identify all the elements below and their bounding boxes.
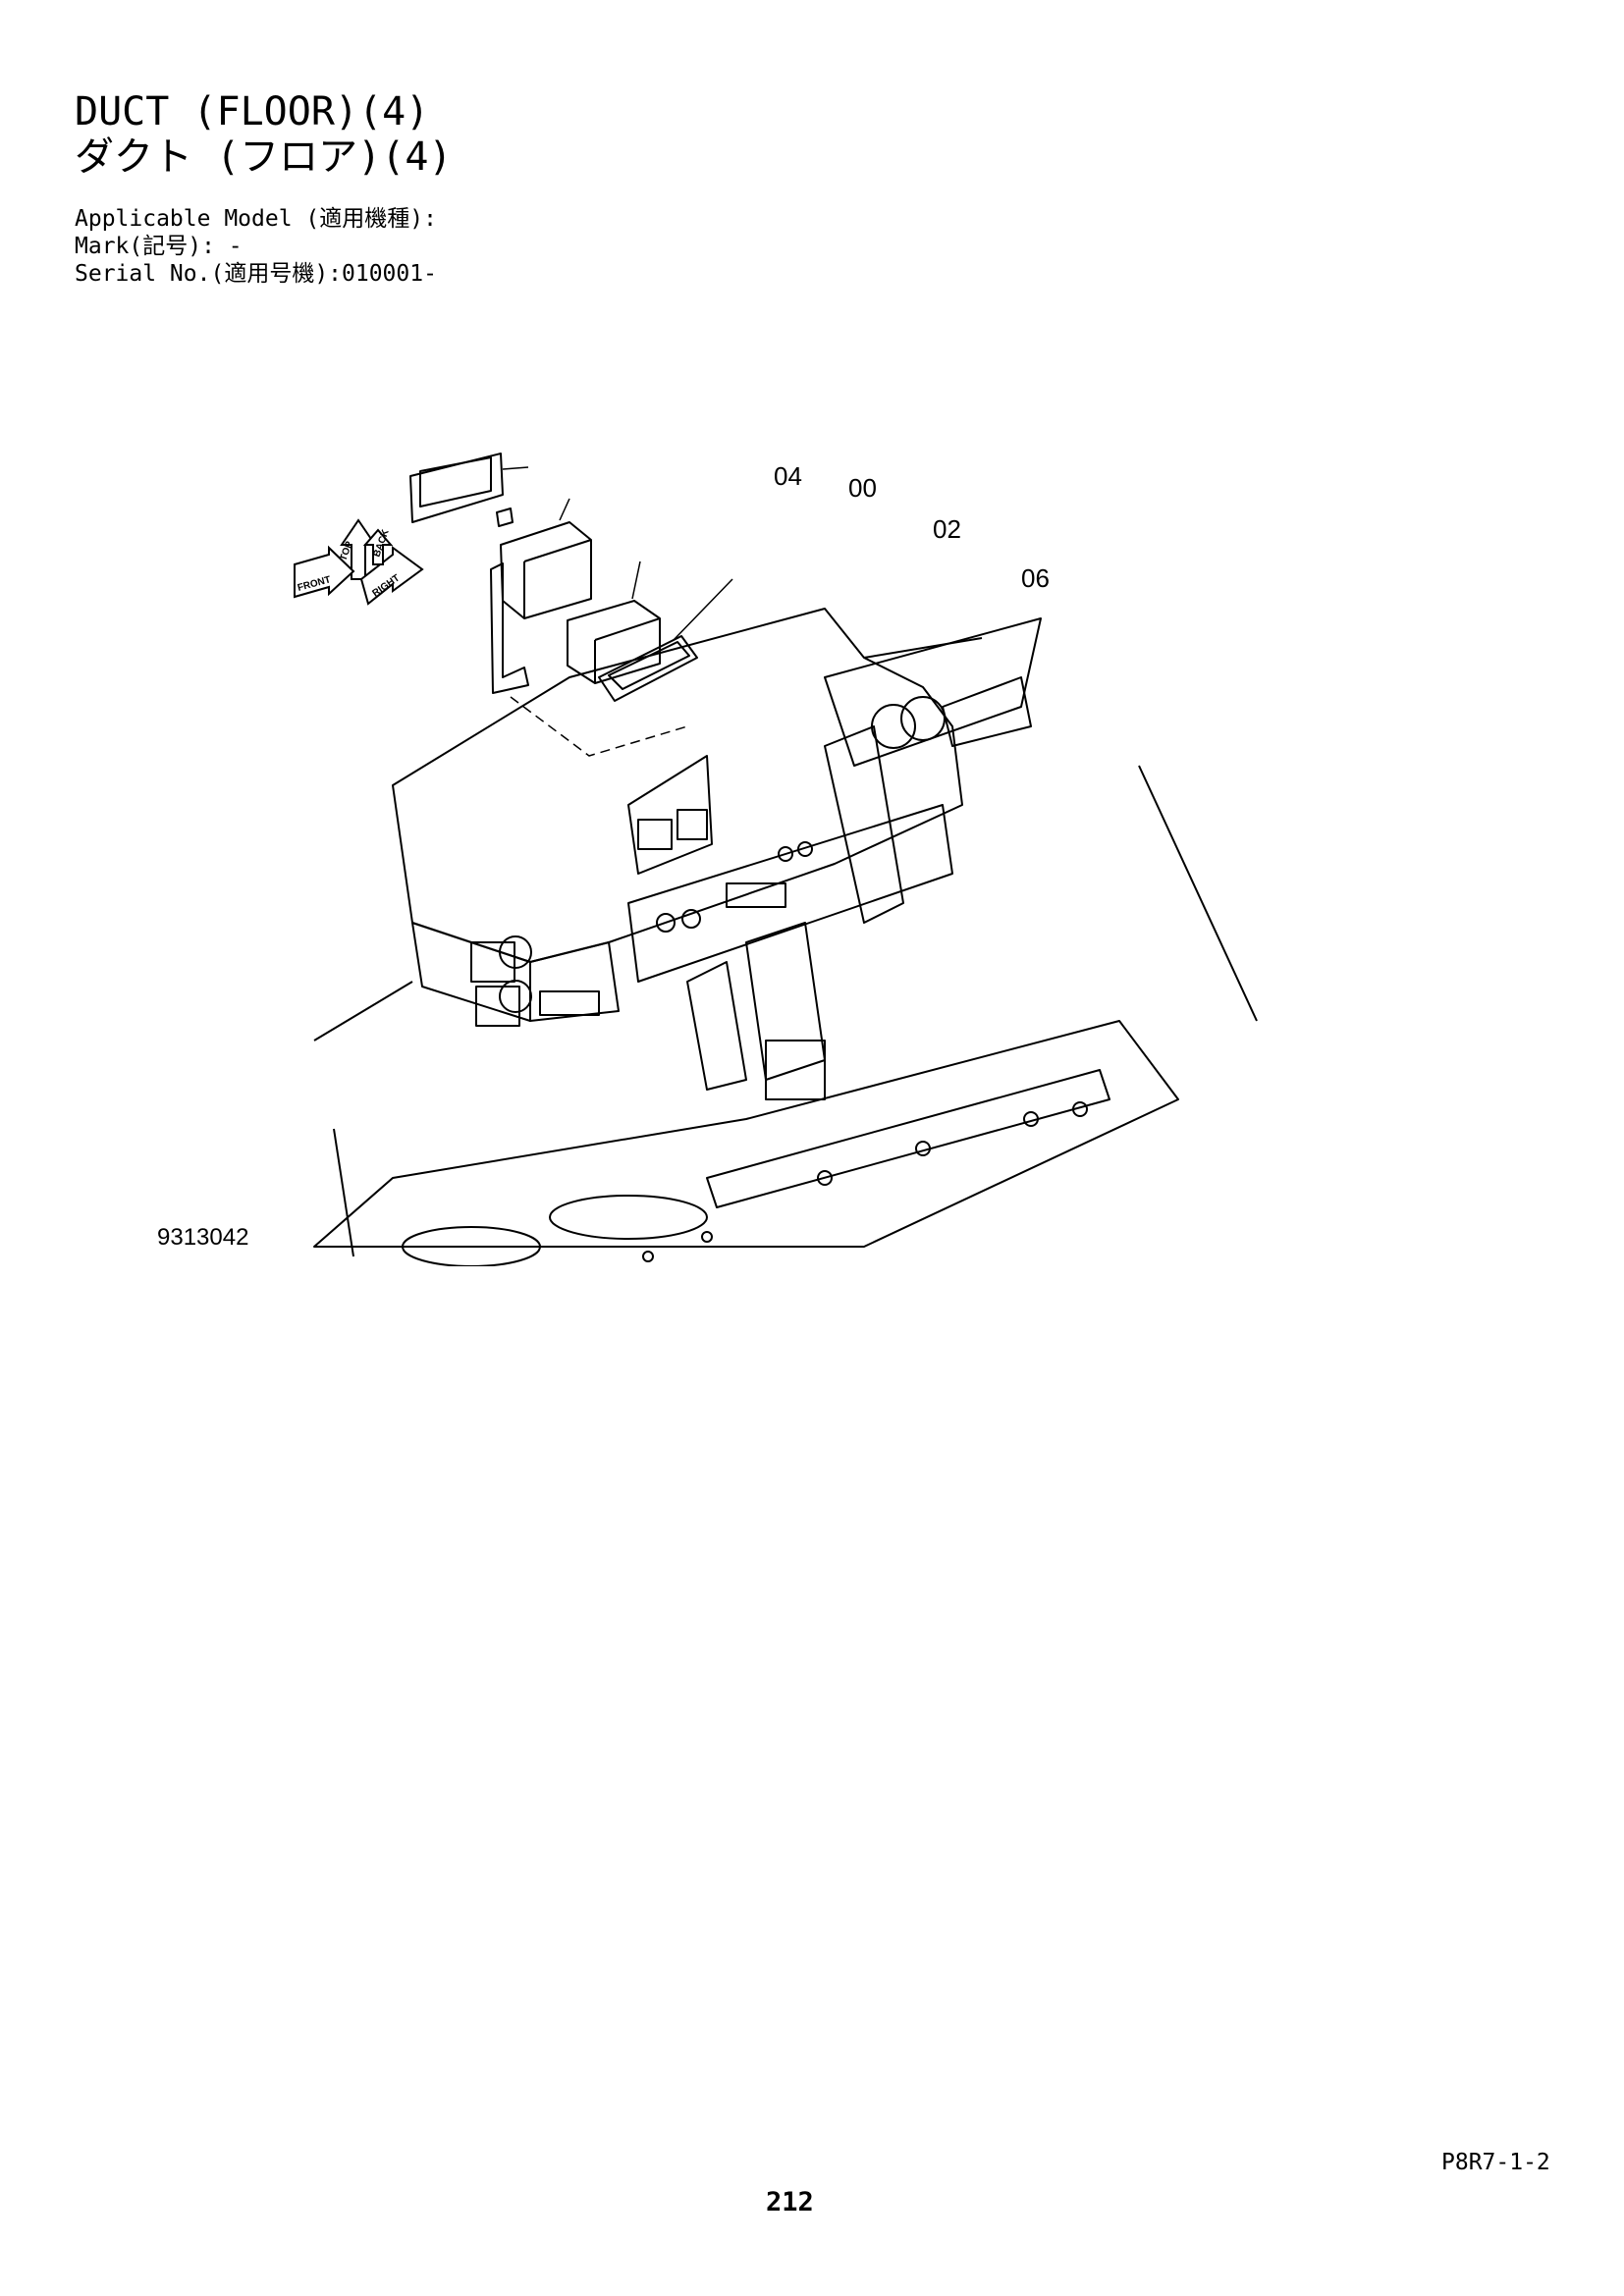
duct-00 (490, 521, 592, 694)
right-arrow-icon (359, 546, 424, 606)
callout-04: 04 (774, 461, 802, 491)
orientation-icon: TOP BACK FRONT RIGHT (294, 518, 424, 606)
page-code: P8R7-1-2 (1441, 2150, 1550, 2175)
back-arrow-icon (362, 528, 394, 565)
applicable-model-line: Applicable Model (適用機種): (75, 206, 437, 232)
clip (496, 507, 514, 527)
title-japanese: ダクト (フロア)(4) (75, 134, 453, 180)
console-assembly (313, 608, 1258, 1266)
front-arrow-icon (294, 545, 355, 599)
callout-06: 06 (1021, 563, 1050, 593)
callout-00: 00 (848, 473, 877, 503)
seal-06 (598, 635, 698, 702)
mark-line: Mark(記号): - (75, 234, 243, 259)
figure-number: 9313042 (157, 1224, 249, 1251)
gasket-04 (409, 453, 504, 523)
parts-diagram (313, 453, 1258, 1266)
callout-02: 02 (933, 514, 961, 544)
title-english: DUCT (FLOOR)(4) (75, 89, 430, 134)
duct-02 (567, 600, 661, 684)
serial-line: Serial No.(適用号機):010001- (75, 261, 437, 287)
page-number: 212 (766, 2187, 814, 2217)
